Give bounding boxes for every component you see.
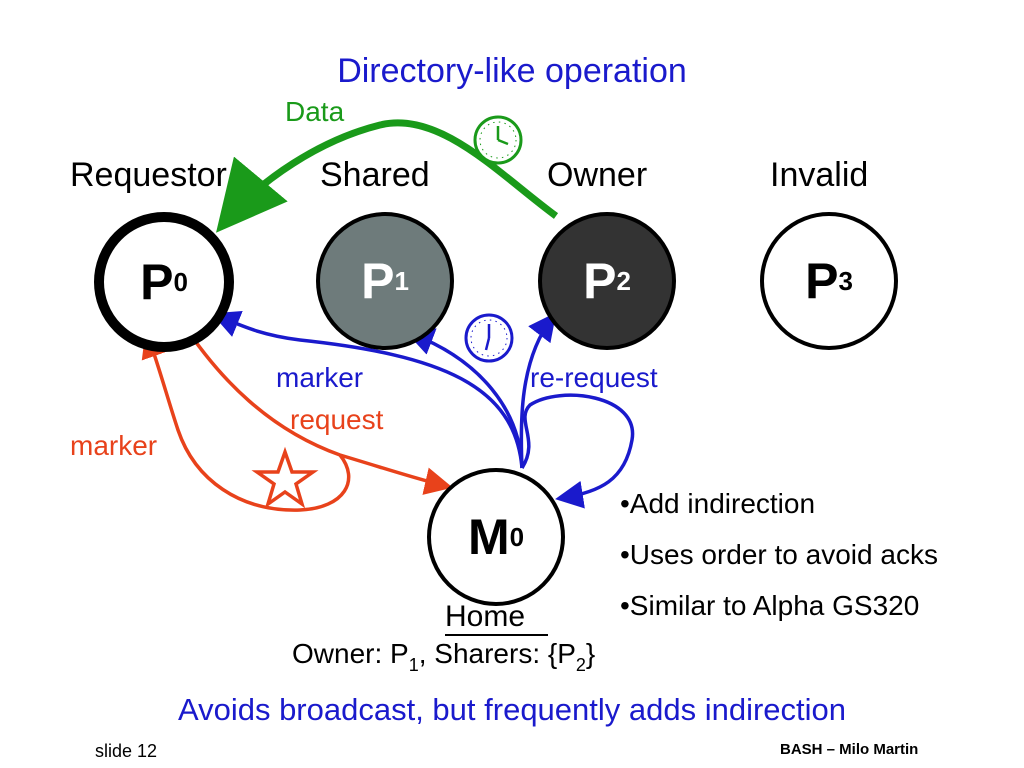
role-label-invalid: Invalid [770,156,869,194]
label-re-request: re-request [530,362,658,393]
node-p1-sub: 1 [394,265,409,296]
re-request-loop [520,393,635,509]
label-marker-red: marker [70,430,158,461]
node-p1-letter: P [361,253,395,309]
sharers-suffix: } [585,638,596,669]
marker-return-arrow [141,329,351,512]
data-arrow [216,119,559,233]
node-p0-sub: 0 [173,266,188,297]
label-data: Data [285,96,345,127]
node-p2-sub: 2 [616,265,631,296]
marker-arrow-to-p1 [405,328,524,469]
marker-arrow-to-p0 [211,310,524,469]
label-request: request [290,404,384,435]
credit-text: BASH – Milo Martin [780,741,919,758]
node-p3-letter: P [805,253,839,309]
summary-text: Avoids broadcast, but frequently adds in… [177,692,847,727]
node-m0-sub: 0 [509,521,525,552]
bullet-item: •Add indirection [620,488,816,519]
bullet-item: •Uses order to avoid acks [620,539,938,570]
home-label: Home [445,600,526,633]
request-arrow [180,321,453,495]
role-label-requestor: Requestor [70,156,227,194]
star-icon [251,446,319,509]
slide-number: slide 12 [95,741,158,761]
role-label-shared: Shared [320,156,430,194]
directory-state: Owner: P1, Sharers: {P2} [292,638,595,676]
bullet-list: •Add indirection •Uses order to avoid ac… [620,478,938,631]
re-request-arrow [519,312,557,469]
slide-title: Directory-like operation [337,52,687,90]
sharers-sub: 2 [575,655,586,675]
node-p2-letter: P [583,253,617,309]
owner-prefix: Owner: P [292,638,409,669]
sharers-prefix: , Sharers: {P [418,638,576,669]
role-label-owner: Owner [547,156,648,194]
home-underline [445,634,548,636]
bullet-item: •Similar to Alpha GS320 [620,590,920,621]
clock-icon-bottom [464,313,514,363]
node-p3-sub: 3 [838,265,853,296]
node-p0-letter: P [140,254,174,310]
node-m0-letter: M [467,509,510,565]
clock-icon-top [473,115,523,165]
label-marker-blue: marker [276,362,364,393]
owner-sub: 1 [408,655,419,675]
